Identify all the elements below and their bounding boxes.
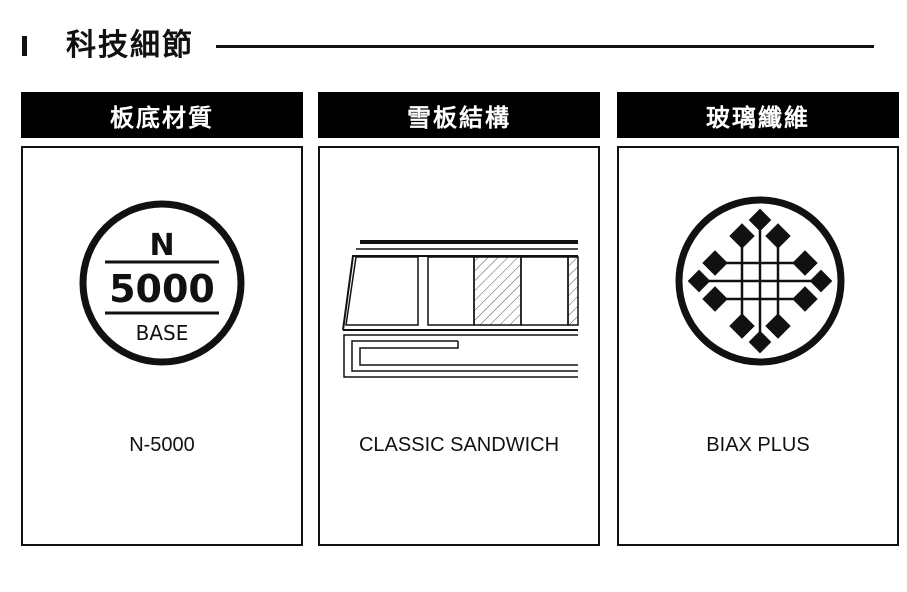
card-header-fiberglass: 玻璃纖維 [617, 92, 899, 138]
card-label-construction: CLASSIC SANDWICH [358, 434, 560, 456]
section-title: 科技細節 [66, 28, 194, 63]
badge-letter: N [149, 228, 174, 263]
card-label-fiberglass: BIAX PLUS [706, 434, 810, 456]
card-construction: 雪板結構 CLA [318, 92, 600, 546]
card-label-base-material: N-5000 [129, 434, 195, 456]
header-divider [216, 45, 874, 48]
sandwich-cross-section-icon [320, 148, 598, 438]
card-body-base-material: N 5000 BASE N-5000 [21, 146, 303, 546]
card-fiberglass: 玻璃纖維 [617, 92, 899, 546]
badge-number: 5000 [109, 267, 215, 311]
n5000-base-badge-icon: N 5000 BASE [23, 148, 301, 438]
badge-caption: BASE [136, 321, 189, 345]
card-base-material: 板底材質 N 5000 BASE N-5000 [21, 92, 303, 546]
section-header: 科技細節 [18, 22, 878, 68]
biax-fiber-weave-icon [619, 148, 897, 438]
header-accent-bar [22, 36, 27, 56]
card-body-fiberglass: BIAX PLUS [617, 146, 899, 546]
card-body-construction: CLASSIC SANDWICH [318, 146, 600, 546]
card-header-base-material: 板底材質 [21, 92, 303, 138]
card-header-construction: 雪板結構 [318, 92, 600, 138]
